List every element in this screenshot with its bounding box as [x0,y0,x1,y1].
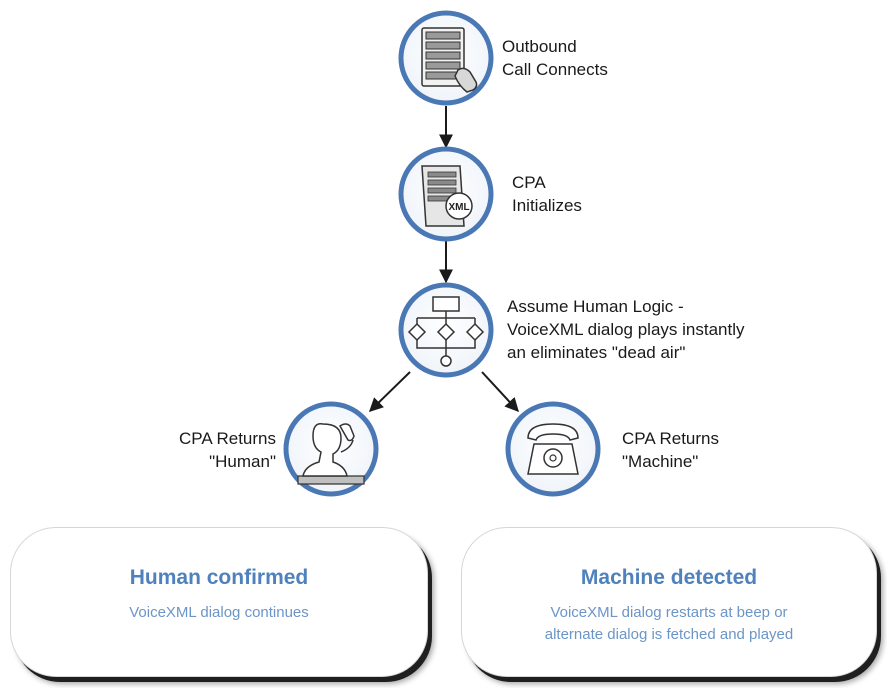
desc-line: VoiceXML dialog continues [129,604,309,621]
server-phone-icon [398,10,494,106]
person-on-phone-icon [283,401,379,497]
human-confirmed-box: Human confirmed VoiceXML dialog continue… [10,527,428,677]
box-title: Machine detected [580,566,758,589]
cpa-initializes-label: CPA Initializes [512,171,582,217]
label-line: Outbound [502,37,577,56]
arrow-logic-to-machine [481,371,519,413]
svg-text:XML: XML [448,202,469,213]
label-line: CPA Returns [622,429,720,448]
label-line: "Human" [209,452,276,471]
machine-detected-box: Machine detected VoiceXML dialog restart… [461,527,877,677]
label-line: an eliminates "dead air" [507,343,686,362]
arrow-logic-to-human [368,371,411,412]
box-description: VoiceXML dialog continues [11,602,427,624]
label-line: VoiceXML dialog plays instantly [507,320,745,339]
flowchart-icon [398,282,494,378]
cpa-returns-human-label: CPA Returns "Human" [120,427,276,473]
cpa-returns-machine-label: CPA Returns "Machine" [622,427,719,473]
label-line: Call Connects [502,60,608,79]
outbound-label: Outbound Call Connects [502,35,608,81]
label-line: CPA [512,173,546,192]
label-line: Assume Human Logic - [507,297,684,316]
box-description: VoiceXML dialog restarts at beep or alte… [462,602,876,646]
desc-line: VoiceXML dialog restarts at beep or [550,604,788,621]
desc-line: alternate dialog is fetched and played [544,626,794,643]
label-line: Initializes [512,196,582,215]
human-logic-label: Assume Human Logic - VoiceXML dialog pla… [507,295,745,364]
box-title: Human confirmed [129,566,309,589]
label-line: CPA Returns [178,429,276,448]
xml-server-icon: XML [398,146,494,242]
desk-telephone-icon [505,401,601,497]
label-line: "Machine" [622,452,699,471]
